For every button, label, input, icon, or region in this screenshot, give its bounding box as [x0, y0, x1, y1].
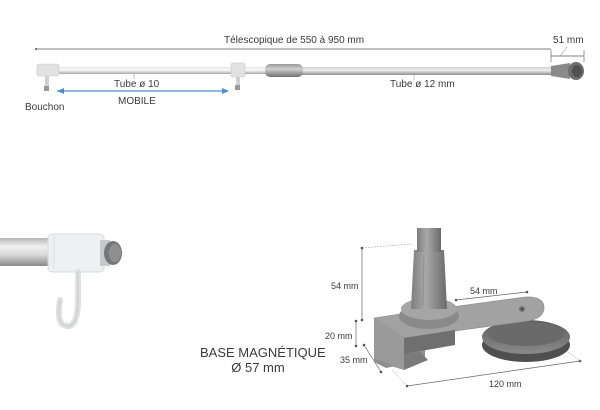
tube-small-label: Tube ø 10	[114, 79, 160, 90]
total-base-length-label: 120 mm	[489, 379, 522, 389]
tube-large-label: Tube ø 12 mm	[390, 79, 455, 90]
base-title: BASE MAGNÉTIQUE	[200, 345, 326, 360]
plate-length-label: 54 mm	[470, 286, 498, 296]
column-height-label: 54 mm	[331, 281, 359, 291]
base-diameter: Ø 57 mm	[231, 360, 285, 375]
bouchon-label: Bouchon	[25, 102, 65, 113]
mobile-label: MOBILE	[118, 96, 156, 107]
clip-depth-label: 35 mm	[340, 355, 368, 365]
clip-height-label: 20 mm	[325, 331, 353, 341]
end-length-label: 51 mm	[553, 35, 584, 46]
total-length-label: Télescopique de 550 à 950 mm	[224, 35, 365, 46]
